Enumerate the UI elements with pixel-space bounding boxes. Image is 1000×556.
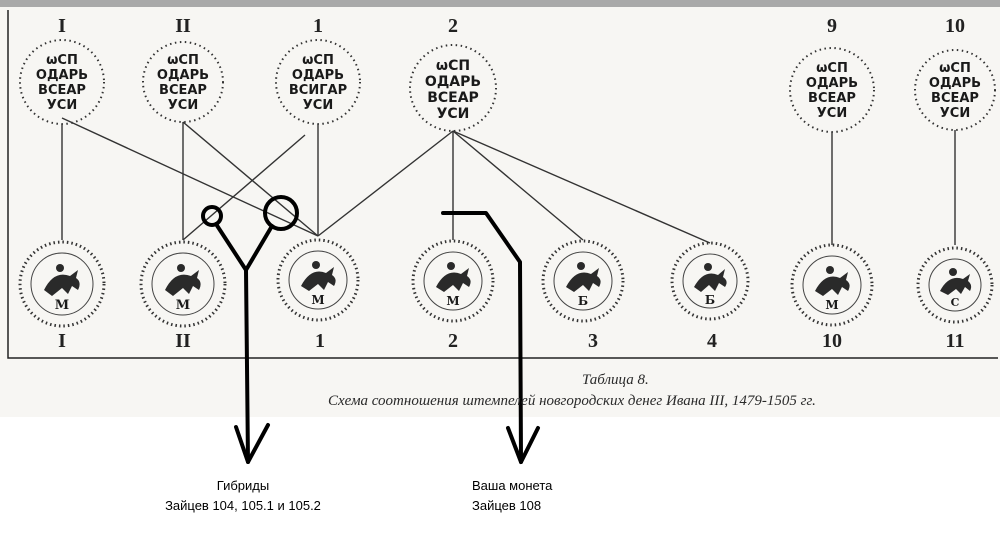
reverse-coin-11: С	[916, 246, 994, 324]
reverse-coin-II: М	[139, 240, 227, 328]
svg-text:ВСЕАР: ВСЕАР	[159, 83, 207, 98]
svg-text:ωСП: ωСП	[939, 61, 971, 76]
svg-text:М: М	[825, 298, 838, 312]
obverse-coin-9: ωСП ОДАРЬ ВСЕАР УСИ	[789, 47, 875, 133]
bottom-label-II: II	[175, 330, 191, 352]
svg-text:ОДАРЬ: ОДАРЬ	[806, 76, 858, 91]
obverse-coin-2: ωСП ОДАРЬ ВСЕАР УСИ	[409, 44, 497, 132]
bottom-label-3: 3	[588, 330, 598, 352]
reverse-coin-3: Б	[541, 239, 625, 323]
bottom-label-10: 10	[822, 330, 842, 352]
die-link-lines	[61, 117, 956, 245]
your-coin-label: Ваша монета Зайцев 108	[472, 476, 552, 516]
svg-text:ОДАРЬ: ОДАРЬ	[36, 68, 88, 83]
obverse-coin-I: ωСП ОДАРЬ ВСЕАР УСИ	[19, 39, 105, 125]
table-caption-subtitle: Схема соотношения штемпелей новгородских…	[328, 393, 816, 409]
top-label-I: I	[58, 15, 66, 37]
svg-text:М: М	[55, 298, 69, 313]
obverse-coin-II: ωСП ОДАРЬ ВСЕАР УСИ	[142, 41, 224, 123]
svg-text:С: С	[951, 296, 960, 309]
svg-text:Б: Б	[705, 293, 715, 307]
svg-text:Б: Б	[578, 294, 588, 308]
reverse-coin-10: М	[790, 243, 874, 327]
svg-text:ОДАРЬ: ОДАРЬ	[157, 68, 209, 83]
reverse-coin-2: М	[411, 239, 495, 323]
top-label-10: 10	[945, 15, 965, 37]
top-label-2: 2	[448, 15, 458, 37]
bottom-label-I: I	[58, 330, 66, 352]
bottom-label-4: 4	[707, 330, 717, 352]
table-caption-title: Таблица 8.	[582, 372, 649, 388]
svg-text:ωСП: ωСП	[436, 58, 470, 74]
reverse-coin-I: М	[18, 240, 106, 328]
hybrids-catalog: Зайцев 104, 105.1 и 105.2	[165, 498, 321, 513]
svg-text:ωСП: ωСП	[46, 53, 78, 68]
svg-text:ВСИГАР: ВСИГАР	[289, 83, 347, 98]
bottom-label-11: 11	[946, 330, 965, 352]
svg-text:ОДАРЬ: ОДАРЬ	[425, 74, 481, 90]
reverse-coin-4: Б	[670, 241, 750, 321]
scanned-table-area	[0, 7, 1000, 417]
svg-text:УСИ: УСИ	[940, 106, 970, 121]
svg-text:УСИ: УСИ	[817, 106, 847, 121]
obverse-coin-1: ωСП ОДАРЬ ВСИГАР УСИ	[275, 39, 361, 125]
svg-text:ωСП: ωСП	[167, 53, 199, 68]
top-label-1: 1	[313, 15, 323, 37]
svg-text:ВСЕАР: ВСЕАР	[808, 91, 856, 106]
svg-text:М: М	[446, 294, 459, 308]
svg-text:ωСП: ωСП	[302, 53, 334, 68]
hybrids-title: Гибриды	[216, 478, 270, 493]
hybrids-annotation-arrow	[201, 195, 299, 464]
svg-text:ВСЕАР: ВСЕАР	[38, 83, 86, 98]
svg-text:ВСЕАР: ВСЕАР	[931, 91, 979, 106]
svg-text:ОДАРЬ: ОДАРЬ	[292, 68, 344, 83]
reverse-coin-1: М	[276, 238, 360, 322]
top-label-II: II	[175, 15, 191, 37]
svg-text:УСИ: УСИ	[437, 106, 470, 122]
svg-text:УСИ: УСИ	[168, 98, 198, 113]
top-gray-bar	[0, 0, 1000, 7]
svg-text:ВСЕАР: ВСЕАР	[427, 90, 479, 106]
svg-text:УСИ: УСИ	[303, 98, 333, 113]
table-frame	[7, 10, 998, 359]
hybrids-label: Гибриды Зайцев 104, 105.1 и 105.2	[138, 476, 348, 516]
your-coin-annotation-arrow	[441, 211, 540, 464]
bottom-label-2: 2	[448, 330, 458, 352]
top-label-9: 9	[827, 15, 837, 37]
obverse-coin-10: ωСП ОДАРЬ ВСЕАР УСИ	[914, 49, 996, 131]
svg-text:ωСП: ωСП	[816, 61, 848, 76]
svg-text:М: М	[176, 298, 190, 313]
svg-text:М: М	[311, 293, 324, 307]
your-coin-catalog: Зайцев 108	[472, 498, 542, 513]
your-coin-title: Ваша монета	[472, 478, 553, 493]
svg-text:УСИ: УСИ	[47, 98, 77, 113]
svg-text:ОДАРЬ: ОДАРЬ	[929, 76, 981, 91]
bottom-label-1: 1	[315, 330, 325, 352]
